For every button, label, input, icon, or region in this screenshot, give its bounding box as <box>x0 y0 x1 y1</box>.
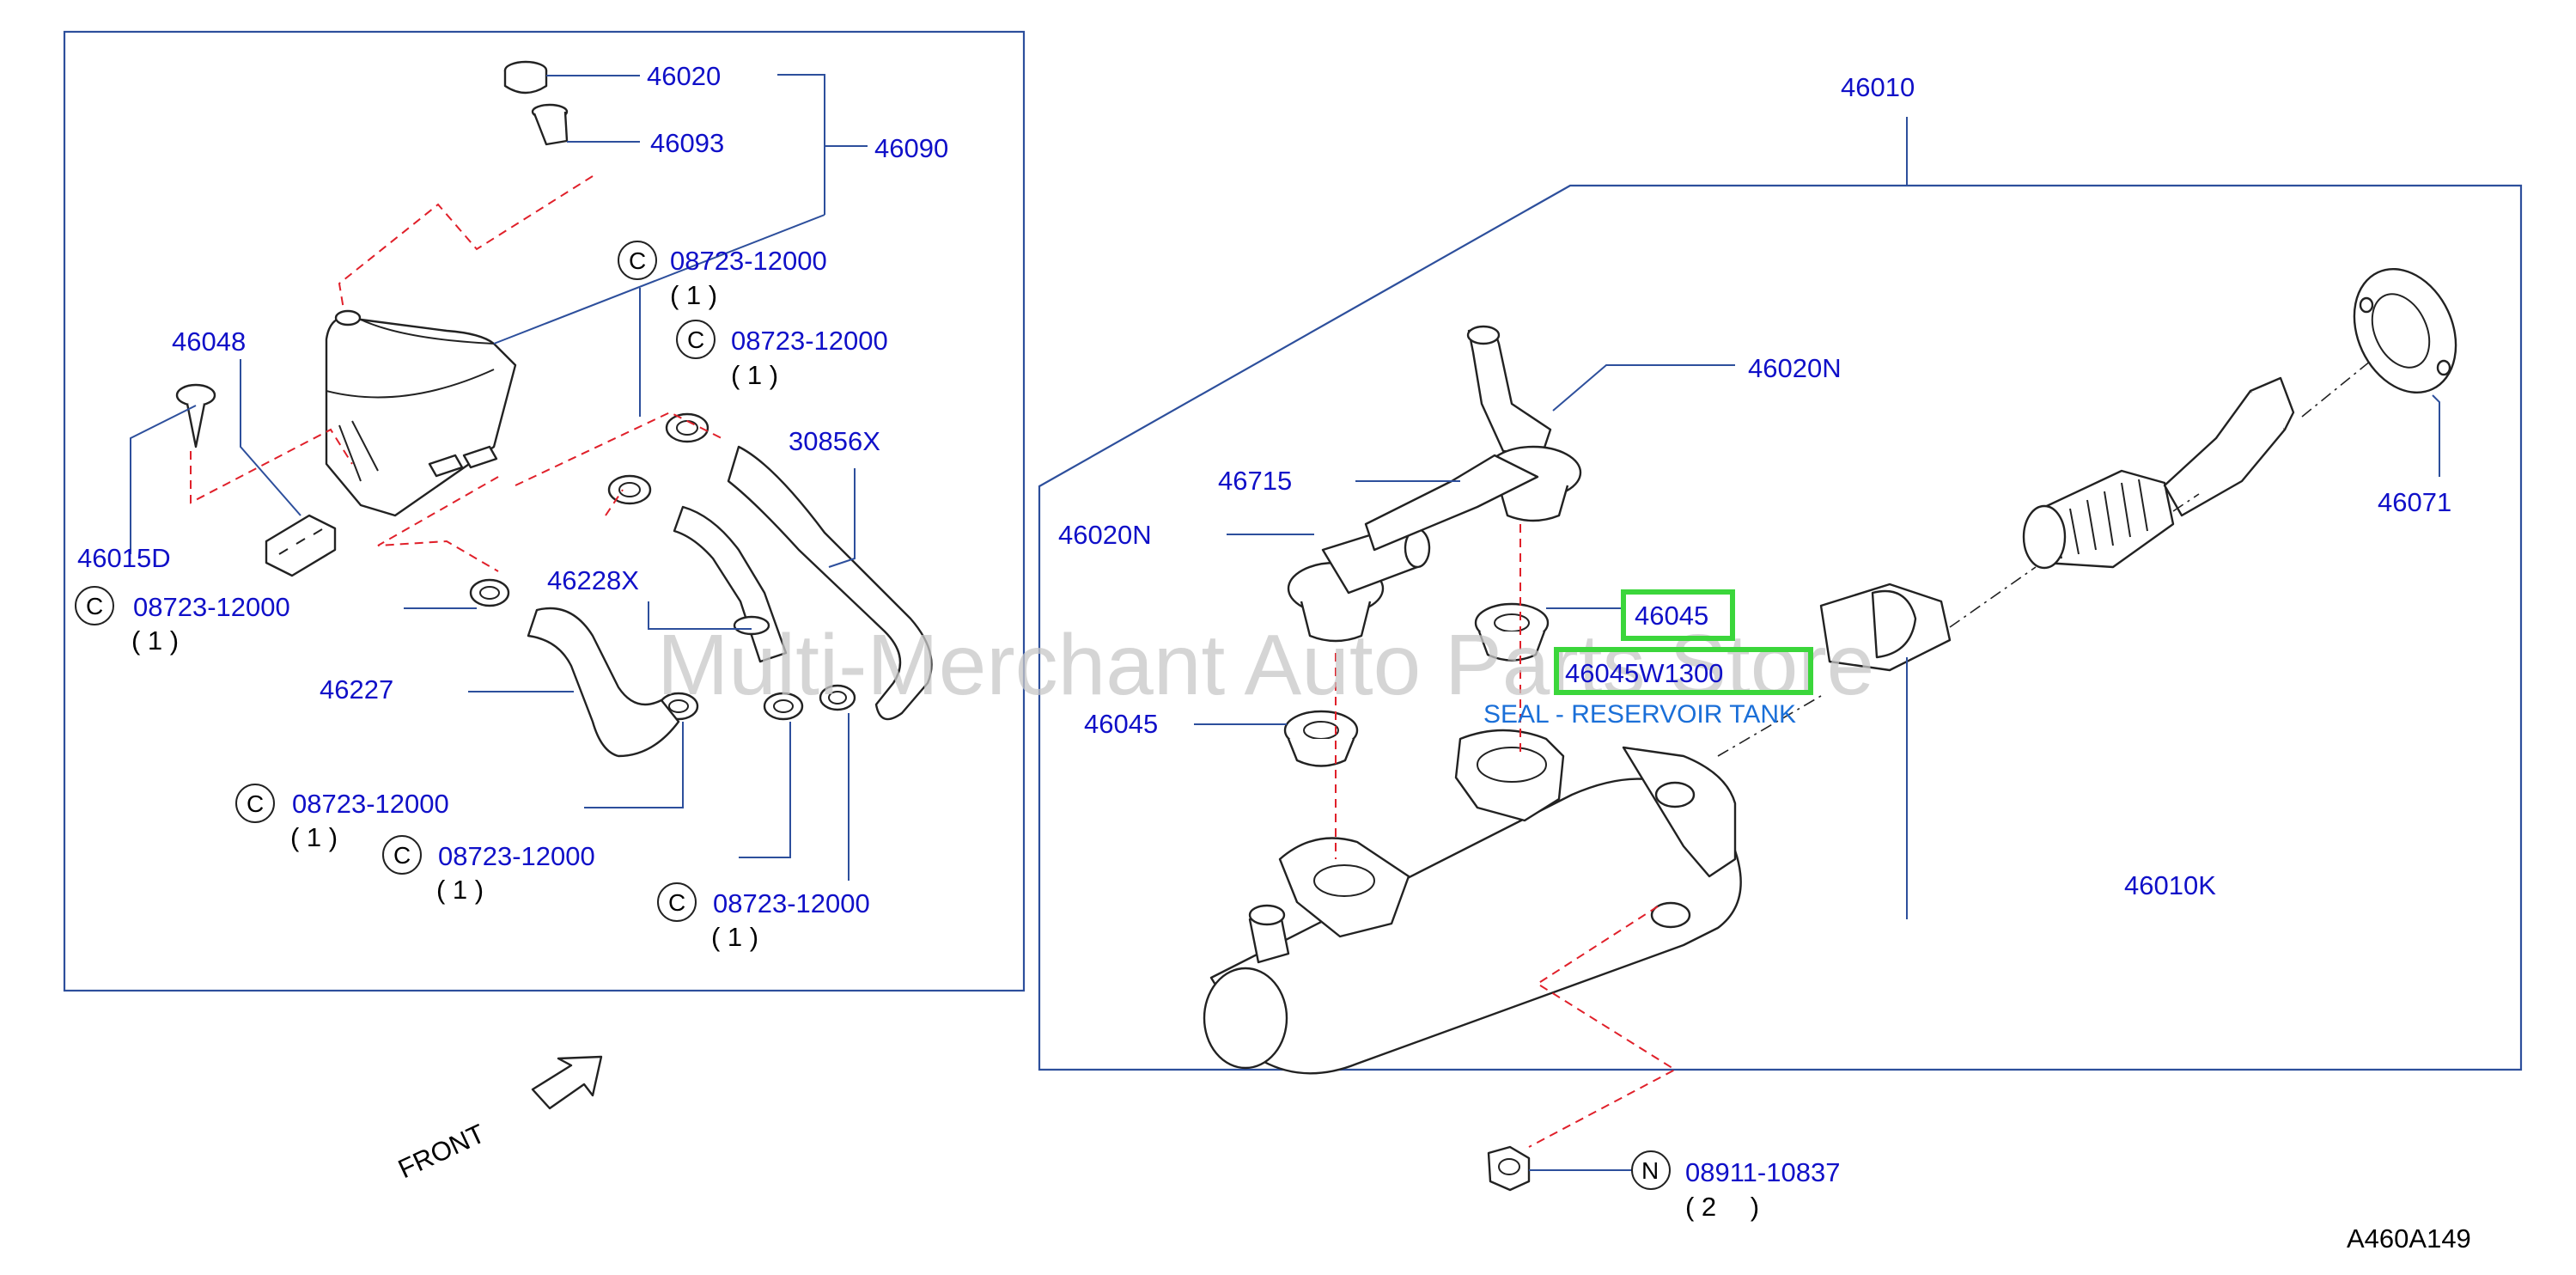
label-46048[interactable]: 46048 <box>172 326 246 357</box>
svg-text:08723-12000: 08723-12000 <box>438 841 595 871</box>
svg-text:08723-12000: 08723-12000 <box>133 592 290 622</box>
label-46227[interactable]: 46227 <box>320 674 393 705</box>
label-46090[interactable]: 46090 <box>874 133 948 163</box>
cap-dashed-line <box>338 175 594 310</box>
hose-clamp-3[interactable] <box>469 578 510 607</box>
svg-text:( 1 ): ( 1 ) <box>436 875 484 905</box>
svg-text:( 1 ): ( 1 ) <box>290 822 338 852</box>
svg-text:C: C <box>86 593 103 619</box>
hose-clamp-6[interactable] <box>819 684 856 711</box>
piston-kit-46010K[interactable] <box>1819 376 2295 672</box>
svg-text:08723-12000: 08723-12000 <box>292 789 449 819</box>
svg-text:( 2 ): ( 2 ) <box>1685 1192 1759 1222</box>
callout-clamp-6[interactable]: C 08723-12000 ( 1 ) <box>657 882 870 952</box>
stopper-ring-46071[interactable] <box>2335 253 2475 409</box>
callout-clamp-5[interactable]: C 08723-12000 ( 1 ) <box>382 835 595 905</box>
seal-reservoir-tank-right[interactable] <box>1474 602 1550 662</box>
svg-text:C: C <box>629 247 646 274</box>
label-46045-left[interactable]: 46045 <box>1084 709 1158 739</box>
watermark: Multi-Merchant Auto Parts Store <box>657 617 1874 713</box>
callout-nut[interactable]: N 08911-10837 ( 2 ) <box>1631 1150 1840 1222</box>
label-46715[interactable]: 46715 <box>1218 466 1292 496</box>
diagram-reference-code: A460A149 <box>2347 1223 2471 1254</box>
label-46228X[interactable]: 46228X <box>547 565 639 595</box>
label-46071[interactable]: 46071 <box>2378 487 2451 517</box>
leader-30856X <box>828 468 856 568</box>
svg-text:08911-10837: 08911-10837 <box>1685 1157 1840 1187</box>
center-axis <box>1717 360 2372 757</box>
hose-46227[interactable] <box>527 607 680 758</box>
leader-46015D <box>130 405 197 554</box>
connector-bracket-46715[interactable] <box>1364 454 1539 552</box>
callout-clamp-3[interactable]: C 08723-12000 ( 1 ) <box>75 586 290 656</box>
highlight-46045W1300 <box>1554 647 1813 695</box>
right-assembly-frame <box>1038 184 2523 1071</box>
hose-clamp-2[interactable] <box>607 474 652 505</box>
callout-clamp-2[interactable]: C 08723-12000 ( 1 ) <box>676 320 888 390</box>
connector-46020N-top[interactable] <box>1466 325 1582 522</box>
label-46010[interactable]: 46010 <box>1841 72 1915 102</box>
leader-46071 <box>2432 394 2440 477</box>
svg-text:( 1 ): ( 1 ) <box>731 360 778 390</box>
label-46020[interactable]: 46020 <box>647 61 721 91</box>
svg-text:C: C <box>687 326 704 353</box>
tapping-screw[interactable] <box>175 383 216 448</box>
callout-clamp-1[interactable]: C 08723-12000 ( 1 ) <box>618 241 827 310</box>
svg-text:08723-12000: 08723-12000 <box>713 888 870 918</box>
svg-text:C: C <box>393 842 411 869</box>
svg-text:08723-12000: 08723-12000 <box>670 246 827 276</box>
front-label: FRONT <box>393 1118 490 1184</box>
seal-reservoir-tank-left[interactable] <box>1283 710 1359 767</box>
highlight-46045 <box>1621 589 1735 641</box>
leader-46048 <box>240 359 301 516</box>
hose-30856X[interactable] <box>727 445 933 721</box>
reservoir-cap[interactable] <box>503 60 548 95</box>
svg-text:08723-12000: 08723-12000 <box>731 326 888 356</box>
svg-text:C: C <box>247 790 264 817</box>
label-46045W1300[interactable]: 46045W1300 <box>1565 658 1723 688</box>
connector-46020N-left[interactable] <box>1287 527 1431 643</box>
label-46045-right[interactable]: 46045 <box>1635 601 1708 631</box>
left-assembly-frame <box>63 30 1026 992</box>
label-46020N-top[interactable]: 46020N <box>1748 353 1842 383</box>
hose-clamp-1[interactable] <box>665 412 709 443</box>
hose-clamp-5[interactable] <box>763 692 804 721</box>
label-46020N-left[interactable]: 46020N <box>1058 520 1152 550</box>
svg-text:( 1 ): ( 1 ) <box>711 922 758 952</box>
label-46093[interactable]: 46093 <box>650 128 724 158</box>
svg-text:C: C <box>668 889 685 916</box>
reservoir-tank[interactable] <box>325 309 517 517</box>
label-30856X[interactable]: 30856X <box>789 426 880 456</box>
label-46010K[interactable]: 46010K <box>2124 870 2216 900</box>
leader-46020N-top <box>1552 364 1735 412</box>
flange-nut[interactable] <box>1487 1145 1531 1192</box>
leader-46090 <box>493 214 825 345</box>
tank-bracket[interactable] <box>265 514 337 577</box>
master-cylinder-body[interactable] <box>1203 729 1742 1075</box>
leader-46228X <box>648 601 752 630</box>
svg-text:N: N <box>1641 1157 1659 1184</box>
front-direction-arrow <box>531 1055 603 1110</box>
svg-text:( 1 ): ( 1 ) <box>670 280 717 310</box>
callout-clamp-4[interactable]: C 08723-12000 ( 1 ) <box>235 784 449 852</box>
reservoir-strainer[interactable] <box>531 103 569 146</box>
label-46015D[interactable]: 46015D <box>77 543 171 573</box>
seal-description: SEAL - RESERVOIR TANK <box>1483 700 1796 729</box>
svg-text:( 1 ): ( 1 ) <box>131 625 179 656</box>
